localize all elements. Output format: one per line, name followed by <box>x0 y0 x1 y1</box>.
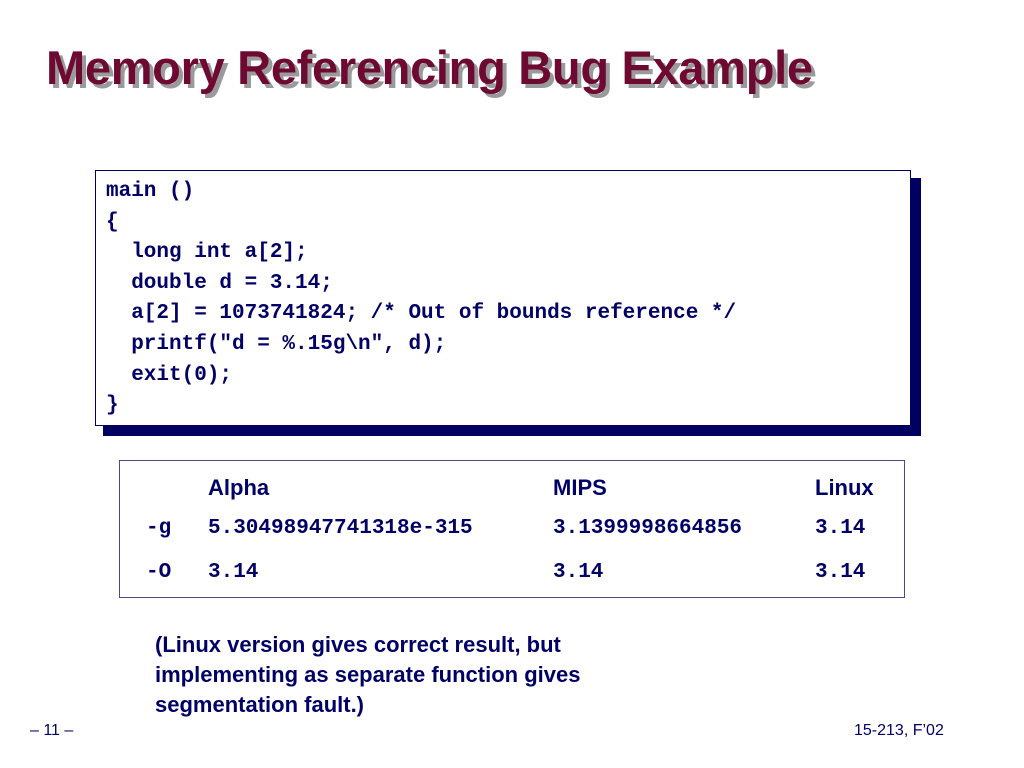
results-table: Alpha MIPS Linux -g 5.30498947741318e-31… <box>119 460 905 598</box>
page-number: – 11 – <box>30 722 74 739</box>
code-line: { <box>106 210 119 234</box>
cell-alpha-g: 5.30498947741318e-315 <box>208 517 473 540</box>
slide-title: Memory Referencing Bug Example <box>46 41 813 94</box>
code-line: long int a[2]; <box>106 241 308 265</box>
header-alpha: Alpha <box>208 475 270 500</box>
code-line: main () <box>106 180 195 203</box>
code-line: printf("d = %.15g\n", d); <box>106 332 447 356</box>
cell-mips-g: 3.1399998664856 <box>553 517 743 540</box>
code-line: a[2] = 1073741824; /* Out of bounds refe… <box>106 302 737 326</box>
course-label: 15-213, F’02 <box>854 722 944 739</box>
note-text: (Linux version gives correct result, but… <box>155 630 715 720</box>
cell-linux-g: 3.14 <box>815 517 866 540</box>
cell-mips-o: 3.14 <box>553 561 604 584</box>
row-label-o: -O <box>146 561 172 584</box>
note-line: implementing as separate function gives <box>155 662 581 687</box>
code-line: exit(0); <box>106 363 233 387</box>
code-line: } <box>106 394 119 418</box>
cell-linux-o: 3.14 <box>815 561 866 584</box>
code-line: double d = 3.14; <box>106 271 333 295</box>
note-line: segmentation fault.) <box>155 692 365 717</box>
row-label-g: -g <box>146 517 172 540</box>
note-line: (Linux version gives correct result, but <box>155 632 561 657</box>
code-block: main () { long int a[2]; double d = 3.14… <box>95 170 921 436</box>
header-mips: MIPS <box>553 475 607 500</box>
cell-alpha-o: 3.14 <box>208 561 259 584</box>
header-linux: Linux <box>815 475 874 500</box>
code-box: main () { long int a[2]; double d = 3.14… <box>95 170 911 426</box>
